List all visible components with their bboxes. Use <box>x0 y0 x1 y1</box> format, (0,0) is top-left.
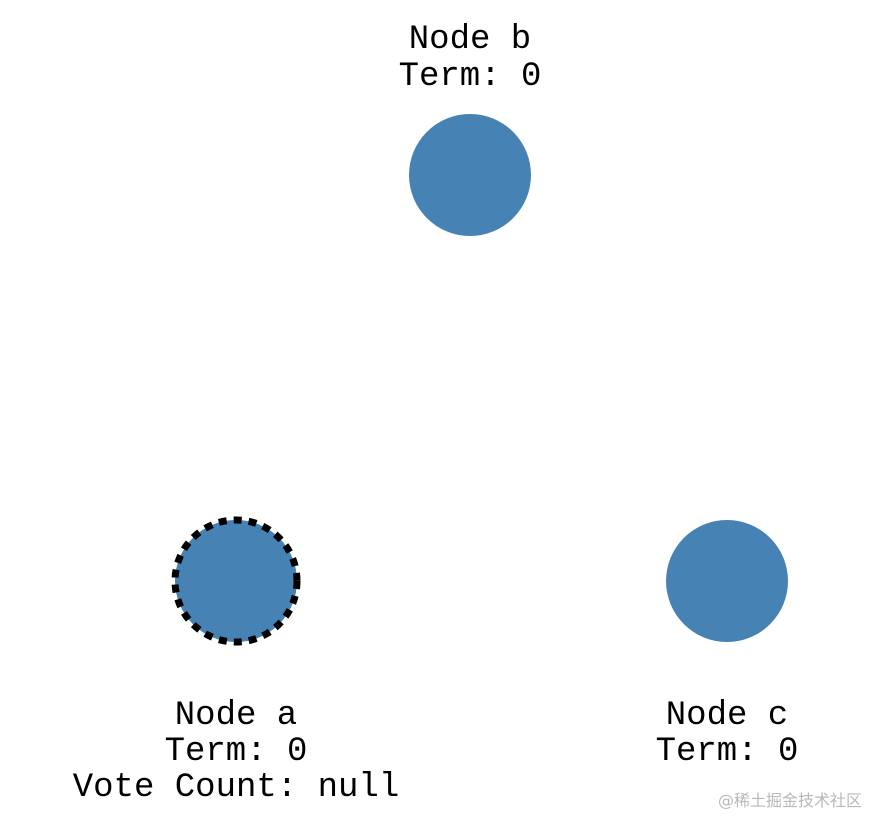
node-b-name: Node b <box>409 21 531 59</box>
node-a: Node a Term: 0 Vote Count: null <box>73 516 399 807</box>
node-b: Node b Term: 0 <box>399 21 542 236</box>
node-c-term: Term: 0 <box>656 733 799 771</box>
node-a-vote-count: Vote Count: null <box>73 769 399 807</box>
node-b-circle[interactable] <box>409 114 531 236</box>
node-a-candidate-ring <box>171 516 301 646</box>
node-a-circle[interactable] <box>175 520 297 642</box>
node-c-circle[interactable] <box>666 520 788 642</box>
node-c: Node c Term: 0 <box>656 520 799 771</box>
node-c-name: Node c <box>666 697 788 735</box>
watermark-text: @稀土掘金技术社区 <box>718 791 862 810</box>
node-a-term: Term: 0 <box>165 733 308 771</box>
node-b-term: Term: 0 <box>399 58 542 96</box>
node-a-name: Node a <box>175 697 297 735</box>
